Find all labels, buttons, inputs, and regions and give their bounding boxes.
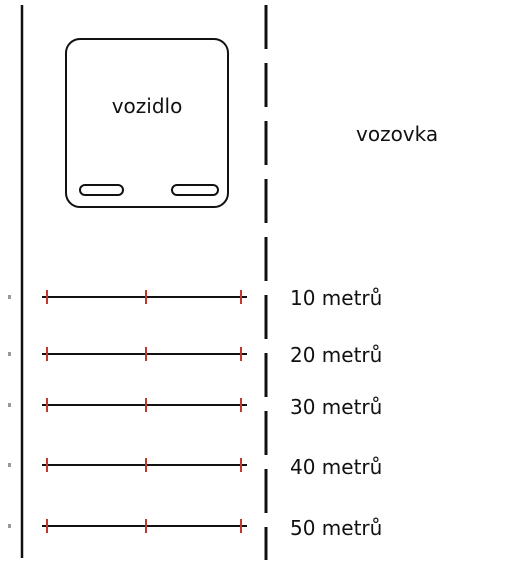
distance-label-10: 10 metrů (290, 286, 383, 310)
vehicle-label: vozidlo (111, 94, 183, 118)
distance-label-40: 40 metrů (290, 455, 383, 479)
vehicle-left-light (79, 184, 124, 196)
vehicle-body (65, 38, 229, 208)
edge-mark-1 (8, 295, 11, 299)
distance-label-50: 50 metrů (290, 516, 383, 540)
distance-label-20: 20 metrů (290, 343, 383, 367)
road-label: vozovka (356, 122, 439, 146)
edge-mark-4 (8, 463, 11, 467)
edge-mark-2 (8, 352, 11, 356)
edge-mark-5 (8, 524, 11, 528)
distance-label-30: 30 metrů (290, 395, 383, 419)
edge-mark-3 (8, 403, 11, 407)
vehicle-right-light (171, 184, 219, 196)
